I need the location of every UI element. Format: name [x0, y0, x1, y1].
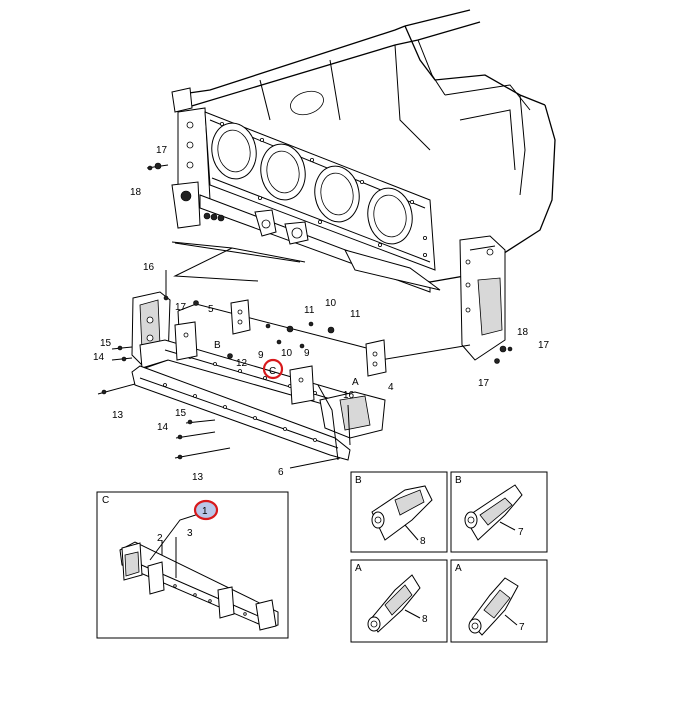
- callout-6: 6: [278, 467, 284, 478]
- detail-b1-callout-8: 8: [420, 536, 426, 547]
- detail-b2-callout-7: 7: [518, 527, 524, 538]
- callout-5: 5: [208, 304, 214, 315]
- detail-c-box: C 1 2 3: [96, 491, 289, 639]
- highlight-circle-c: [262, 358, 284, 380]
- detail-a1-label: A: [355, 563, 362, 574]
- callout-13: 13: [192, 472, 204, 483]
- callout-17: 17: [156, 145, 168, 156]
- callout-18: 18: [130, 187, 142, 198]
- callout-B: B: [214, 340, 221, 351]
- callout-16: 16: [143, 262, 155, 273]
- main-callouts: 17 18 16 17 5 11 10 11 9 10 9 12 15 14 B…: [93, 145, 550, 483]
- callout-A: A: [352, 377, 359, 388]
- callout-16: 16: [343, 390, 355, 401]
- detail-b1-label: B: [355, 475, 362, 486]
- callout-10: 10: [281, 348, 293, 359]
- callout-15: 15: [100, 338, 112, 349]
- detail-c-callout-2: 2: [157, 533, 163, 544]
- callout-15: 15: [175, 408, 187, 419]
- callout-17: 17: [478, 378, 490, 389]
- bumper-assembly-drawing: [97, 270, 471, 469]
- detail-a2-label: A: [455, 563, 462, 574]
- detail-c-label: C: [102, 495, 109, 506]
- vehicle-frame-drawing: [146, 9, 556, 364]
- callout-14: 14: [157, 422, 169, 433]
- callout-11: 11: [350, 309, 361, 320]
- callout-14: 14: [93, 352, 105, 363]
- callout-17: 17: [538, 340, 550, 351]
- callout-9: 9: [258, 350, 264, 361]
- callout-18: 18: [517, 327, 529, 338]
- detail-a-box-1: A 8: [350, 559, 448, 643]
- callout-4: 4: [388, 382, 394, 393]
- detail-c-callout-1: 1: [202, 506, 208, 517]
- detail-a1-callout-8: 8: [422, 614, 428, 625]
- detail-b-box-1: B 8: [350, 471, 448, 553]
- detail-c-callout-3: 3: [187, 528, 193, 539]
- detail-a2-callout-7: 7: [519, 622, 525, 633]
- callout-9: 9: [304, 348, 310, 359]
- callout-13: 13: [112, 410, 124, 421]
- callout-17: 17: [175, 302, 187, 313]
- callout-C: C: [269, 366, 276, 377]
- highlight-circle-1: [193, 499, 219, 521]
- callout-12: 12: [236, 358, 248, 369]
- detail-a-box-2: A 7: [450, 559, 548, 643]
- callout-10: 10: [325, 298, 337, 309]
- detail-b-box-2: B 7: [450, 471, 548, 553]
- callout-11: 11: [304, 305, 315, 316]
- detail-b2-label: B: [455, 475, 462, 486]
